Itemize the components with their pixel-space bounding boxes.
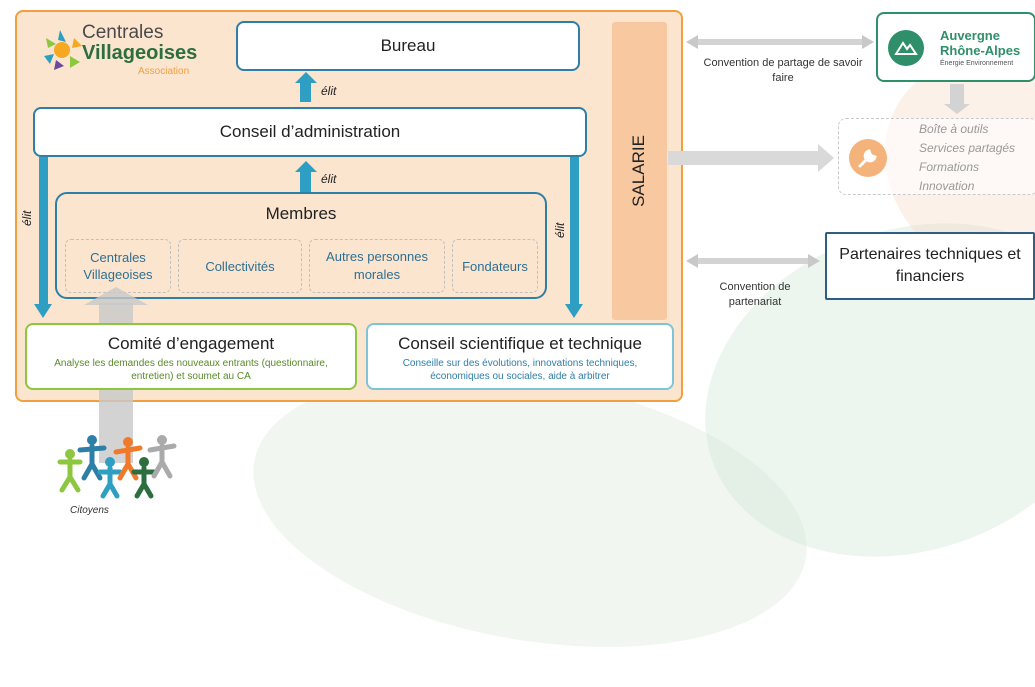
outils-item-3: Innovation bbox=[919, 179, 975, 193]
logo-line1: Centrales bbox=[82, 22, 164, 43]
wrench-icon bbox=[849, 139, 887, 177]
comite-title: Comité d’engagement bbox=[107, 334, 275, 353]
membre-centrales-villageoises: Centrales Villageoises bbox=[65, 239, 171, 293]
auvergne-box: Auvergne Rhône-Alpes Énergie Environneme… bbox=[876, 12, 1035, 82]
salarie-bar: SALARIE bbox=[612, 22, 667, 320]
convention-savoir-arrow-right bbox=[862, 35, 874, 49]
conseil-admin-box: Conseil d’administration bbox=[33, 107, 587, 157]
membre-collectivites: Collectivités bbox=[178, 239, 302, 293]
elit-arrow-bureau bbox=[300, 82, 311, 102]
outils-item-2: Formations bbox=[919, 160, 980, 174]
salarie-label: SALARIE bbox=[629, 135, 648, 207]
bureau-box: Bureau bbox=[236, 21, 580, 71]
bureau-label: Bureau bbox=[380, 36, 436, 55]
elit-arrow-ca bbox=[300, 172, 311, 192]
auvergne-logo-icon bbox=[888, 30, 924, 66]
auvergne-line2: Rhône-Alpes bbox=[940, 43, 1021, 58]
salarie-outils-arrow-head bbox=[818, 144, 834, 172]
logo-line3: Association bbox=[138, 66, 190, 77]
convention-savoir-arrow bbox=[697, 39, 863, 45]
logo-line2: Villageoises bbox=[82, 42, 198, 64]
conseil-sci-desc: Conseille sur des évolutions, innovation… bbox=[402, 358, 638, 382]
outils-item-0: Boîte à outils bbox=[919, 122, 989, 136]
membres-title: Membres bbox=[265, 204, 337, 223]
auvergne-down-arrow bbox=[950, 84, 964, 106]
auvergne-line3: Énergie Environnement bbox=[940, 60, 1014, 67]
elit-arrow-comite-head bbox=[34, 304, 52, 318]
convention-partenariat-arrow bbox=[697, 258, 809, 264]
comite-box: Comité d’engagement Analyse les demandes… bbox=[25, 323, 357, 390]
convention-savoir-label: Convention de partage de savoir faire bbox=[703, 57, 863, 84]
elit-label-ca: élit bbox=[321, 172, 337, 186]
elit-label-bureau: élit bbox=[321, 84, 337, 98]
citoyens-arrow-head bbox=[84, 287, 148, 305]
citoyens-label: Citoyens bbox=[70, 505, 109, 516]
outils-box: Boîte à outils Services partagés Formati… bbox=[838, 118, 1035, 195]
citoyens-icon bbox=[57, 435, 177, 499]
logo-icon bbox=[44, 30, 82, 70]
comite-desc: Analyse les demandes des nouveaux entran… bbox=[54, 358, 328, 382]
auvergne-down-arrow-head bbox=[944, 104, 970, 114]
partenaires-box: Partenaires techniques et financiers bbox=[825, 232, 1035, 300]
elit-label-conseil-sci: élit bbox=[553, 222, 567, 238]
membre-fondateurs: Fondateurs bbox=[452, 239, 538, 293]
outils-item-1: Services partagés bbox=[919, 141, 1016, 155]
elit-arrow-conseil-sci-head bbox=[565, 304, 583, 318]
membre-autres-personnes-morales: Autres personnes morales bbox=[309, 239, 445, 293]
auvergne-line1: Auvergne bbox=[940, 28, 1000, 43]
elit-arrow-ca-head bbox=[295, 161, 317, 172]
elit-arrow-conseil-sci bbox=[570, 157, 579, 305]
logo: Centrales Villageoises Association bbox=[38, 22, 218, 82]
convention-partenariat-arrow-right bbox=[808, 254, 820, 268]
salarie-outils-arrow bbox=[668, 151, 820, 165]
elit-arrow-bureau-head bbox=[295, 72, 317, 83]
elit-label-comite: élit bbox=[20, 210, 34, 226]
convention-partenariat-label: Convention de partenariat bbox=[719, 281, 791, 308]
convention-partenariat-arrow-left bbox=[686, 254, 698, 268]
elit-arrow-comite bbox=[39, 157, 48, 305]
conseil-sci-box: Conseil scientifique et technique Consei… bbox=[366, 323, 674, 390]
conseil-admin-label: Conseil d’administration bbox=[219, 122, 401, 141]
convention-savoir-arrow-left bbox=[686, 35, 698, 49]
partenaires-label: Partenaires techniques et financiers bbox=[839, 246, 1021, 285]
conseil-sci-title: Conseil scientifique et technique bbox=[398, 334, 642, 353]
